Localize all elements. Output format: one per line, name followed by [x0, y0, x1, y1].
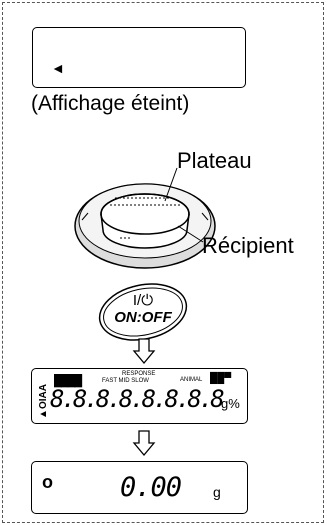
bargraph-left: ████	[54, 375, 82, 387]
pan-container-illustration	[74, 167, 216, 269]
power-button[interactable]: I/⏻ ON:OFF	[99, 290, 187, 336]
segment-digits: 8.8.8.8.8.8.8.8	[50, 385, 225, 413]
zero-value: 0.00	[120, 472, 182, 503]
plateau-label: Plateau	[177, 148, 252, 173]
down-arrow-2	[132, 430, 156, 457]
unit-indicator: g%	[221, 396, 240, 411]
zero-display: o 0.00 g	[31, 461, 248, 514]
response-header: RESPONSE	[122, 371, 156, 377]
animal-label: ANIMAL	[180, 377, 203, 383]
display-off-panel: ◄	[32, 27, 246, 88]
down-arrow-1	[132, 338, 156, 365]
recipient-label: Récipient	[202, 233, 294, 258]
power-button-outline	[98, 283, 188, 341]
power-symbol: I/⏻	[132, 292, 154, 309]
figure-frame	[2, 2, 324, 523]
display-off-caption: (Affichage éteint)	[31, 92, 190, 115]
side-indicators: ▲OIAA	[37, 384, 49, 419]
stability-indicator: ◄	[51, 60, 65, 76]
response-modes: FAST MID SLOW	[102, 378, 149, 384]
stable-mark: o	[42, 472, 53, 492]
unit-g: g	[213, 484, 221, 500]
power-text: ON:OFF	[114, 309, 172, 326]
bargraph-right: ██▀	[210, 373, 232, 384]
full-segment-display: ▲OIAA ████ RESPONSE FAST MID SLOW ANIMAL…	[31, 368, 248, 424]
